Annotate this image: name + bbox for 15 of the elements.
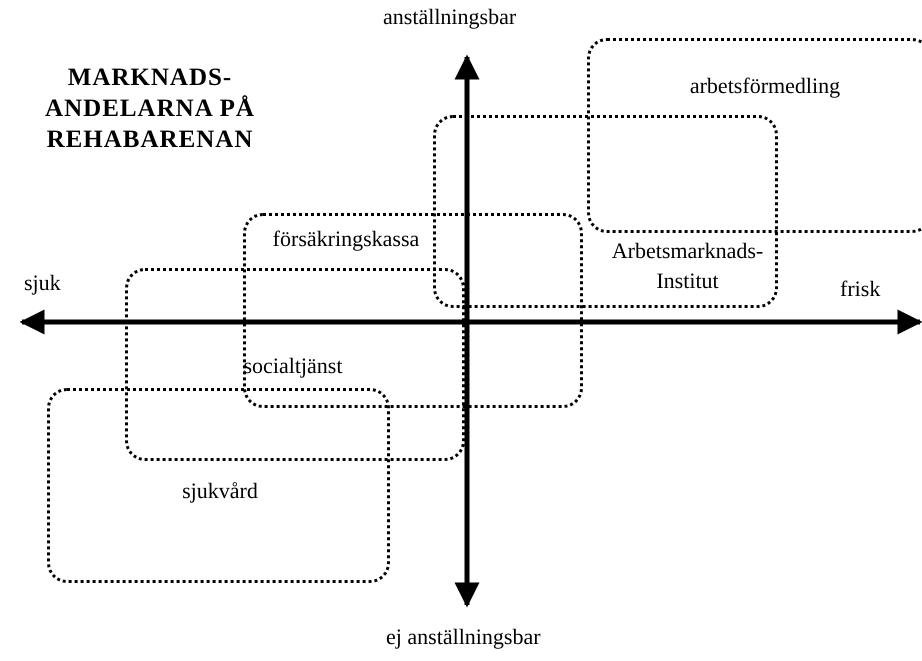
region-label: Arbetsmarknads- Institut <box>610 237 764 295</box>
dotted-region <box>47 388 390 583</box>
axis-label: anställningsbar <box>383 4 516 30</box>
region-label: socialtjänst <box>242 352 344 380</box>
dotted-region <box>125 268 465 461</box>
dotted-region <box>433 115 778 308</box>
axis-label: sjuk <box>24 270 61 296</box>
dotted-region <box>243 213 583 408</box>
region-label: försäkringskassa <box>272 225 420 253</box>
axis-label: ej anställningsbar <box>386 624 541 650</box>
axis-label: frisk <box>840 276 880 302</box>
dotted-region <box>587 38 922 233</box>
region-label: sjukvård <box>181 477 259 505</box>
diagram-title: MARKNADS- ANDELARNA PÅ REHABARENAN <box>44 63 256 155</box>
region-label: arbetsförmedling <box>688 72 842 100</box>
